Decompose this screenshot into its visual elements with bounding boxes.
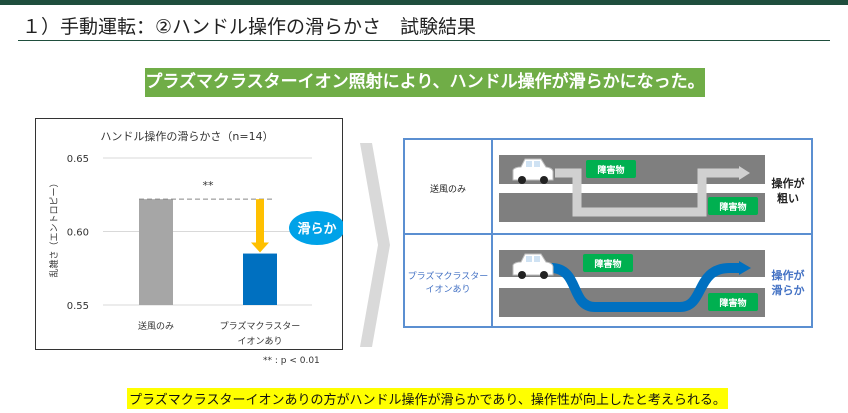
x-tick-label: 送風のみ: [138, 320, 174, 332]
top-bar: [0, 0, 848, 5]
result-smooth-line2: 滑らか: [772, 283, 805, 297]
title-divider: [18, 40, 830, 41]
x-tick-label: プラズマクラスター: [220, 320, 301, 332]
page-title: １）手動運転：②ハンドル操作の滑らかさ 試験結果: [22, 16, 477, 38]
obstacle-label: 障害物: [597, 164, 624, 176]
comparison-diagram: 送風のみ プラズマクラスター イオンあり 障害物 障害物 障害物 障害物 操作が…: [405, 140, 811, 326]
significance-note: ** : p < 0.01: [263, 356, 320, 366]
y-tick-label: 0.65: [67, 154, 89, 165]
row-label-plasma-line2: イオンあり: [425, 284, 470, 295]
obstacle-label: 障害物: [719, 201, 746, 213]
smooth-callout-text: 滑らか: [297, 221, 336, 237]
row-label-fan-only: 送風のみ: [430, 183, 466, 195]
x-tick-label: イオンあり: [237, 336, 282, 347]
conclusion-text: プラズマクラスターイオンありの方がハンドル操作が滑らかであり、操作性が向上したと…: [127, 388, 728, 409]
y-tick-label: 0.55: [67, 301, 89, 312]
down-arrow-icon: [256, 199, 264, 244]
significance-marker: **: [203, 179, 215, 192]
comparison-table: 送風のみ プラズマクラスター イオンあり 障害物 障害物 障害物 障害物 操作が…: [403, 138, 813, 328]
car-icon: [512, 158, 554, 184]
smooth-callout: [289, 211, 343, 245]
chevron-right-icon: [360, 143, 390, 347]
headline-banner: プラズマクラスターイオン照射により、ハンドル操作が滑らかになった。: [145, 68, 705, 97]
row-label-plasma-line1: プラズマクラスター: [408, 270, 489, 282]
y-tick-label: 0.60: [67, 228, 89, 239]
bar-chart: ハンドル操作の滑らかさ（n=14） 0.65 0.60 0.55 乱雑さ（エントロピ…: [48, 129, 343, 347]
car-icon: [512, 253, 554, 279]
chart-title: ハンドル操作の滑らかさ（n=14）: [100, 129, 273, 143]
bar: [139, 199, 173, 305]
y-axis-label: 乱雑さ（エントロピー）: [48, 178, 60, 277]
bar: [243, 253, 277, 305]
result-rough-line1: 操作が: [772, 176, 805, 190]
result-rough-line2: 粗い: [777, 191, 799, 205]
obstacle-label: 障害物: [719, 297, 746, 309]
obstacle-label: 障害物: [594, 258, 621, 270]
down-arrow-head: [251, 242, 269, 253]
result-smooth-line1: 操作が: [772, 268, 805, 282]
